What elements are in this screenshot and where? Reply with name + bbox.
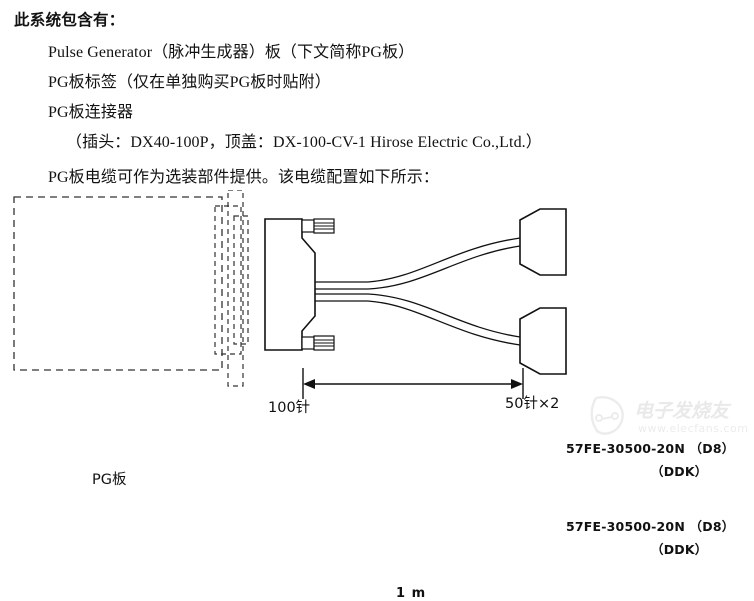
pin-count-100-label: 100针 — [268, 400, 311, 416]
content-line-pg-connector: PG板连接器 — [48, 104, 134, 121]
connector-1-partnumber-label: 57FE-30500-20N （D8） — [566, 441, 735, 456]
content-line-pg-label: PG板标签（仅在单独购买PG板时贴附） — [48, 74, 331, 91]
content-line-pulse-generator: Pulse Generator（脉冲生成器）板（下文简称PG板） — [48, 44, 415, 61]
cable-configuration-diagram: PG板 100针 50针×2 57FE-30500-20N （D8） （DDK）… — [0, 190, 754, 601]
connector-50pin-upper-body — [519, 208, 567, 276]
content-line-connector-partnumbers: （插头：DX40-100P，顶盖：DX-100-CV-1 Hirose Elec… — [66, 134, 542, 151]
pin-count-50x2-label: 50针×2 — [505, 396, 560, 412]
cable-bundle — [315, 237, 521, 346]
section-heading: 此系统包含有： — [14, 11, 125, 29]
board-socket-dashed-detail — [214, 190, 249, 387]
connector-1-maker-label: （DDK） — [651, 464, 708, 479]
connector-100pin-body — [264, 218, 316, 351]
connector-100pin-lower-screw — [301, 335, 335, 351]
connector-2-partnumber-label: 57FE-30500-20N （D8） — [566, 519, 735, 534]
dimension-value-label: 1 m — [396, 586, 427, 601]
connector-100pin-upper-screw — [301, 218, 335, 234]
diagram-vector-graphics — [13, 190, 567, 399]
connector-50pin-lower-body — [519, 307, 567, 375]
content-line-cable-option: PG板电缆可作为选装部件提供。该电缆配置如下所示： — [48, 169, 439, 186]
connector-2-maker-label: （DDK） — [651, 542, 708, 557]
pg-board-label: PG板 — [92, 472, 127, 488]
pg-board-outline — [13, 196, 223, 371]
dimension-line-1m — [302, 368, 524, 399]
